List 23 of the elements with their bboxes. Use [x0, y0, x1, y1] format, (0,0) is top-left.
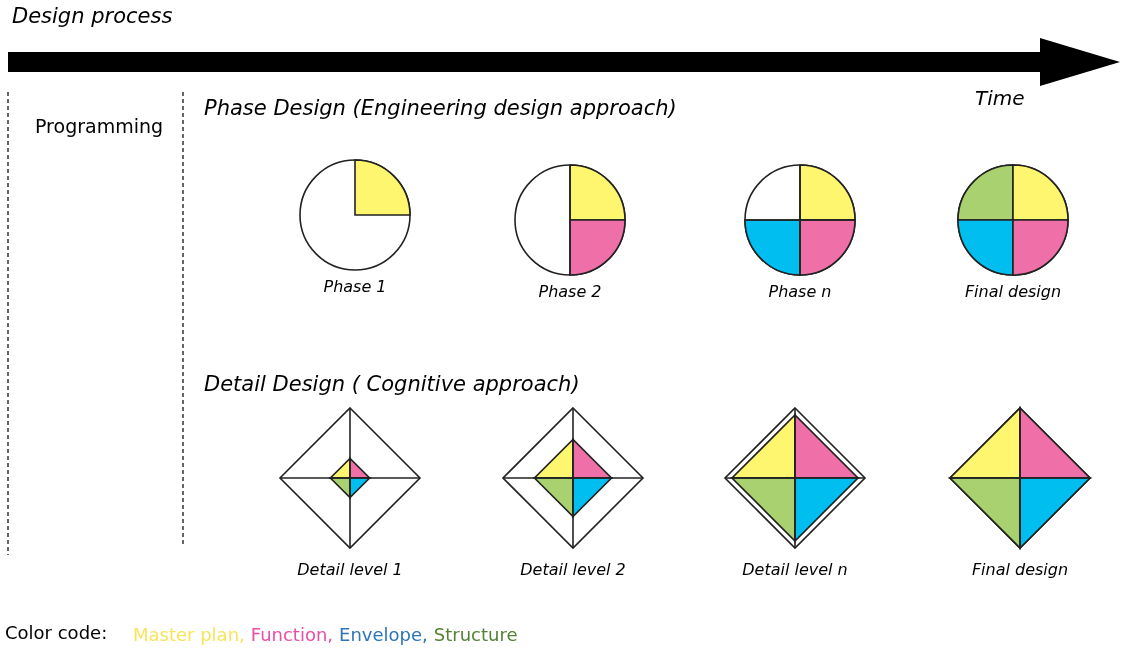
pie-circle-drawing — [297, 157, 413, 273]
axis-label: Time — [975, 86, 1025, 110]
node-label: Detail level 2 — [520, 560, 626, 579]
title: Design process — [12, 4, 173, 28]
node-label: Detail level 1 — [297, 560, 403, 579]
pie-circle-drawing — [742, 162, 858, 278]
diamond-drawing — [945, 403, 1095, 553]
node-label: Final design — [964, 282, 1062, 301]
column-heading: Programming — [35, 115, 164, 137]
legend-entry: Function, — [250, 624, 334, 645]
node-label: Phase n — [768, 282, 832, 301]
pie-circle-drawing — [955, 162, 1071, 278]
section-heading: Phase Design (Engineering design approach) — [204, 96, 677, 120]
legend-entry: Structure — [433, 624, 518, 645]
legend-title: Color code: — [5, 622, 108, 643]
pie-circle-drawing — [512, 162, 628, 278]
node-label: Phase 1 — [323, 277, 387, 296]
legend-entry: Master plan, — [133, 624, 245, 645]
section-heading: Detail Design ( Cognitive approach) — [204, 372, 580, 396]
legend-entry: Envelope, — [339, 624, 428, 645]
node-label: Phase 2 — [538, 282, 602, 301]
node-label: Final design — [971, 560, 1069, 579]
node-label: Detail level n — [742, 560, 848, 579]
